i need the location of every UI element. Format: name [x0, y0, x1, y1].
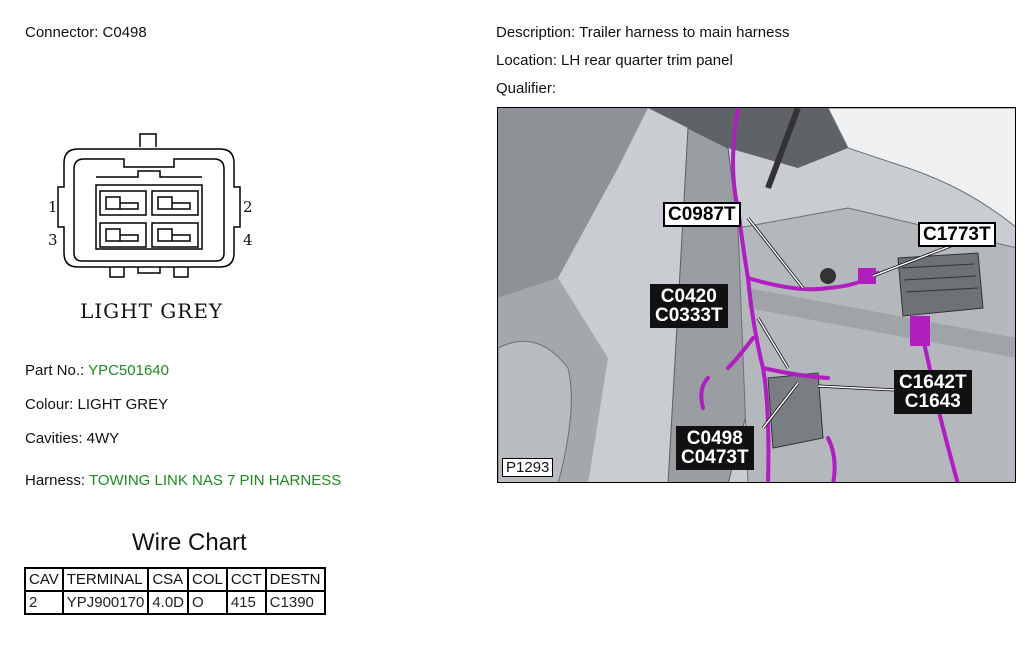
cavities-row: Cavities: 4WY: [25, 430, 120, 447]
pin-label-2: 2: [243, 198, 253, 216]
part-number-label: Part No.:: [25, 362, 85, 379]
connector-outline: [57, 133, 241, 278]
photo-reference: P1293: [502, 458, 554, 477]
header-cct: CCT: [225, 567, 267, 592]
harness-link[interactable]: TOWING LINK NAS 7 PIN HARNESS: [88, 472, 342, 489]
wire-chart-header-row: CAV TERMINAL CSA COL CCT DESTN: [24, 567, 326, 592]
location-illustration: C0987T C1773T C0420 C0333T C1642T C1643 …: [497, 107, 1016, 483]
qualifier: Qualifier:: [496, 80, 557, 97]
cell-col: O: [187, 590, 228, 615]
wire-chart-title: Wire Chart: [132, 529, 247, 556]
header-destn: DESTN: [264, 567, 326, 592]
header-terminal: TERMINAL: [61, 567, 150, 592]
harness-label: Harness:: [25, 472, 86, 489]
harness-row: Harness: TOWING LINK NAS 7 PIN HARNESS: [25, 472, 341, 489]
header-csa: CSA: [147, 567, 189, 592]
description: Description: Trailer harness to main har…: [496, 24, 790, 41]
table-row: 2 YPJ900170 4.0D O 415 C1390: [24, 590, 326, 615]
location: Location: LH rear quarter trim panel: [496, 52, 733, 69]
header-col: COL: [187, 567, 228, 592]
vehicle-interior-drawing: [498, 108, 1015, 482]
callout-c1773t: C1773T: [918, 222, 996, 247]
callout-c1642t-c1643: C1642T C1643: [894, 370, 972, 414]
cell-csa: 4.0D: [147, 590, 189, 615]
cell-destn: C1390: [264, 590, 326, 615]
pin-label-4: 4: [243, 231, 253, 249]
cell-cct: 415: [225, 590, 267, 615]
wire-chart-table: CAV TERMINAL CSA COL CCT DESTN 2 YPJ9001…: [24, 567, 326, 615]
connector-face-diagram: 1 2 3 4 LIGHT GREY: [40, 125, 260, 325]
part-number-row: Part No.: YPC501640: [25, 362, 169, 379]
connector-colour-caption: LIGHT GREY: [80, 299, 224, 323]
colour-row: Colour: LIGHT GREY: [25, 396, 169, 413]
callout-c0987t: C0987T: [663, 202, 741, 227]
pin-label-1: 1: [48, 198, 58, 216]
callout-c0498-c0473t: C0498 C0473T: [676, 426, 754, 470]
cell-cav: 2: [24, 590, 64, 615]
pin-label-3: 3: [48, 231, 58, 249]
callout-c0420-c0333t: C0420 C0333T: [650, 284, 728, 328]
part-number-link[interactable]: YPC501640: [88, 362, 169, 379]
cell-terminal: YPJ900170: [61, 590, 150, 615]
connector-id: Connector: C0498: [25, 24, 147, 41]
header-cav: CAV: [24, 567, 64, 592]
